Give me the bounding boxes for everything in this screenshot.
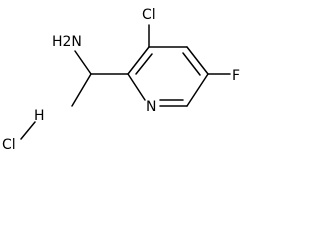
bond-ch-ch3 [71, 73, 92, 107]
bond-h-cl [20, 121, 36, 140]
bond-c4-c5-double [182, 52, 201, 76]
amine-label: H2N [52, 34, 82, 50]
bond-c2-c3 [127, 46, 150, 75]
chemical-structure: H2N Cl F N H Cl [2, 7, 240, 153]
salt-chlorine-label: Cl [2, 137, 16, 153]
bond-n-c2 [127, 73, 146, 101]
bond-ch-nh2 [74, 50, 92, 75]
bond-c4-c5 [186, 46, 209, 75]
fluorine-label: F [232, 68, 240, 84]
bond-c5-c6 [186, 73, 209, 107]
bond-c2-c3-double [135, 53, 153, 75]
salt-hydrogen-label: H [34, 108, 45, 124]
chlorine-label: Cl [142, 7, 156, 23]
nitrogen-label: N [146, 99, 156, 115]
